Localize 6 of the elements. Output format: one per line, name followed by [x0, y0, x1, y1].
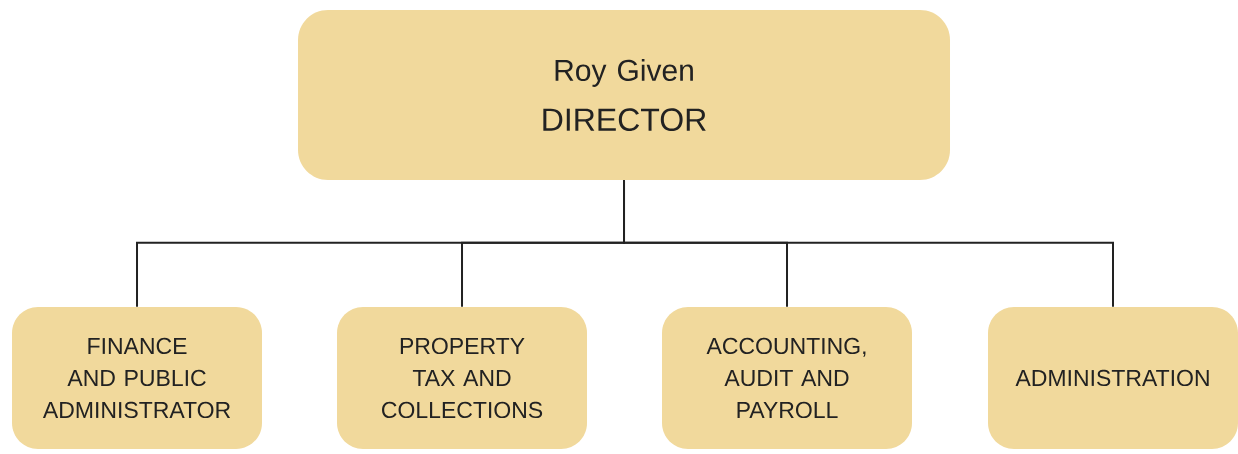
org-box: FINANCE AND PUBLIC ADMINISTRATOR — [12, 307, 262, 449]
org-box: Roy Given DIRECTOR — [298, 10, 950, 180]
org-box: ACCOUNTING, AUDIT AND PAYROLL — [662, 307, 912, 449]
org-box: PROPERTY TAX AND COLLECTIONS — [337, 307, 587, 449]
org-box: ADMINISTRATION — [988, 307, 1238, 449]
connector-line — [623, 179, 1114, 308]
